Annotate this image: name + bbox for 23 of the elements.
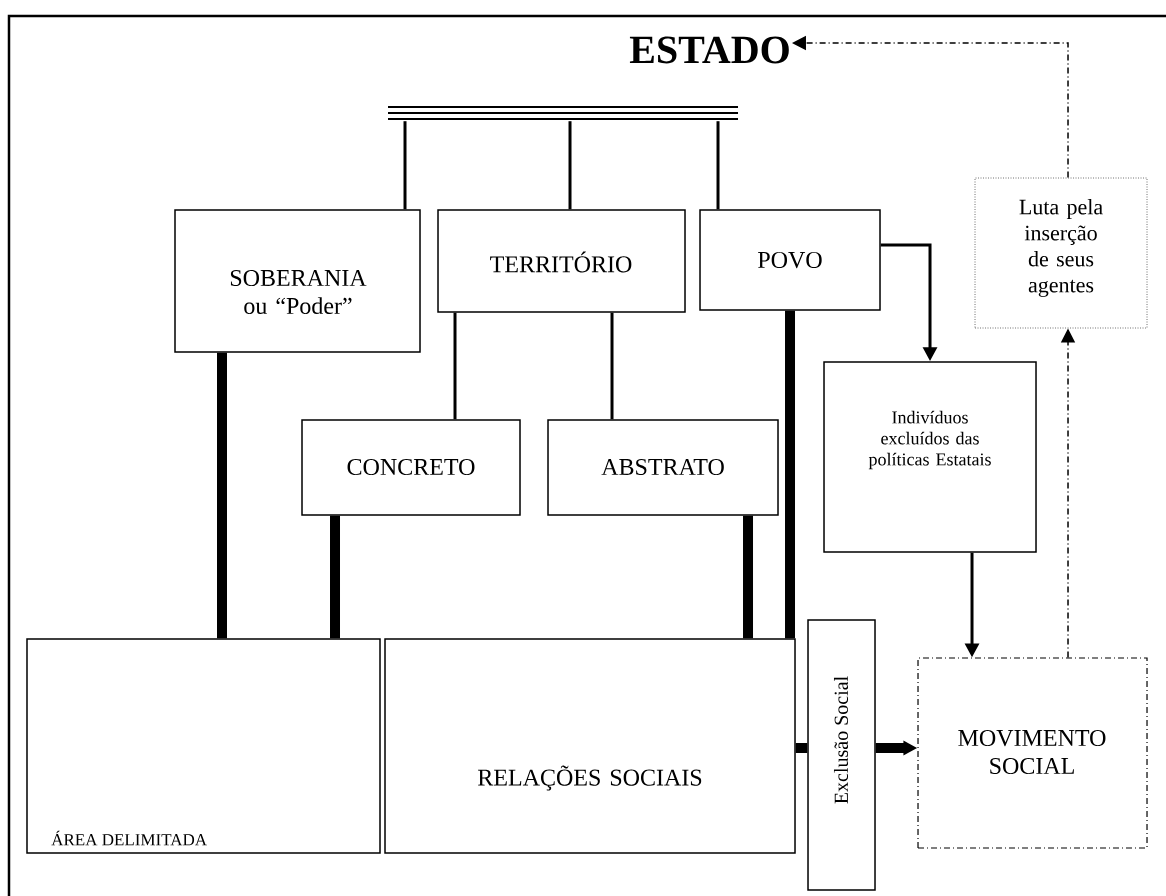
process-box: TERRITÓRIO xyxy=(437,209,686,313)
connector-line xyxy=(795,743,808,753)
process-box: Exclusão Social xyxy=(807,619,876,891)
connector-line xyxy=(453,312,457,420)
process-box: POVO xyxy=(699,209,881,311)
connector-line xyxy=(785,310,795,639)
connector-line xyxy=(743,515,753,639)
connector-line xyxy=(330,515,340,639)
process-box: SOBERANIA ou “Poder” xyxy=(174,209,421,353)
heading-text: ESTADO xyxy=(629,36,789,64)
process-box: ÁREA DELIMITADA xyxy=(26,638,381,854)
process-box: Indivíduos excluídos das políticas Estatais xyxy=(823,361,1037,553)
process-box: Luta pela inserção de seus agentes xyxy=(974,177,1148,329)
process-box: ABSTRATO xyxy=(547,419,779,516)
triple-bar xyxy=(388,105,738,121)
connector-line xyxy=(716,121,720,210)
connector-line xyxy=(217,352,227,639)
connector-line xyxy=(568,121,572,210)
connector-line xyxy=(610,312,614,420)
connector-line xyxy=(403,121,407,210)
process-box: RELAÇÕES SOCIAIS xyxy=(384,638,796,854)
process-box: CONCRETO xyxy=(301,419,521,516)
process-box: MOVIMENTO SOCIAL xyxy=(917,657,1148,849)
